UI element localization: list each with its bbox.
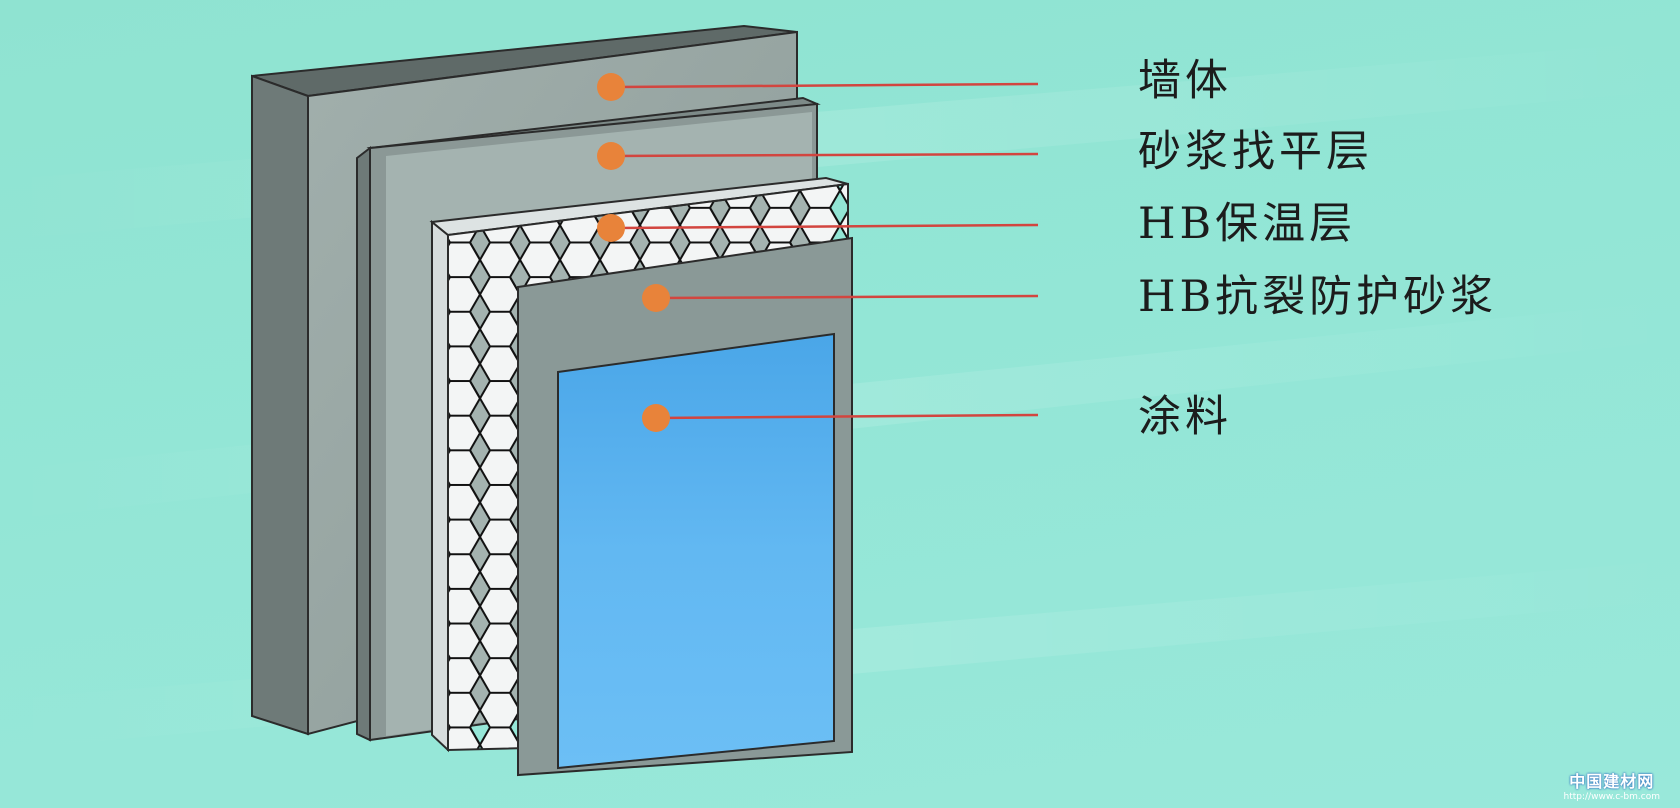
label-wall: 墙体 [1138, 56, 1232, 106]
label-coating: 涂料 [1138, 392, 1232, 442]
watermark-url: http://www.c-bm.com [1563, 792, 1660, 802]
leader-line-coating [655, 413, 1039, 420]
marker-coating [642, 404, 670, 432]
coating-layer [557, 332, 835, 770]
leader-lines [610, 82, 1039, 420]
label-mortar-leveling: 砂浆找平层 [1138, 127, 1373, 177]
watermark-logo: 中国建材网 [1569, 772, 1655, 791]
coating-front [557, 332, 835, 770]
insulation-edge [431, 219, 449, 753]
leader-line-wall [610, 82, 1039, 89]
label-insulation: HB保温层 [1138, 199, 1357, 249]
label-anti-crack-mortar: HB抗裂防护砂浆 [1138, 272, 1498, 322]
marker-insulation [597, 214, 625, 242]
mortar-side [356, 145, 371, 742]
leader-line-anti-crack [655, 294, 1039, 300]
markers [597, 73, 670, 432]
marker-wall [597, 73, 625, 101]
leader-line-insulation [610, 223, 1039, 230]
wall-side [251, 74, 309, 736]
leader-line-mortar-leveling [610, 152, 1039, 158]
marker-anti-crack [642, 284, 670, 312]
marker-mortar-leveling [597, 142, 625, 170]
watermark: 中国建材网 http://www.c-bm.com [1564, 768, 1660, 802]
